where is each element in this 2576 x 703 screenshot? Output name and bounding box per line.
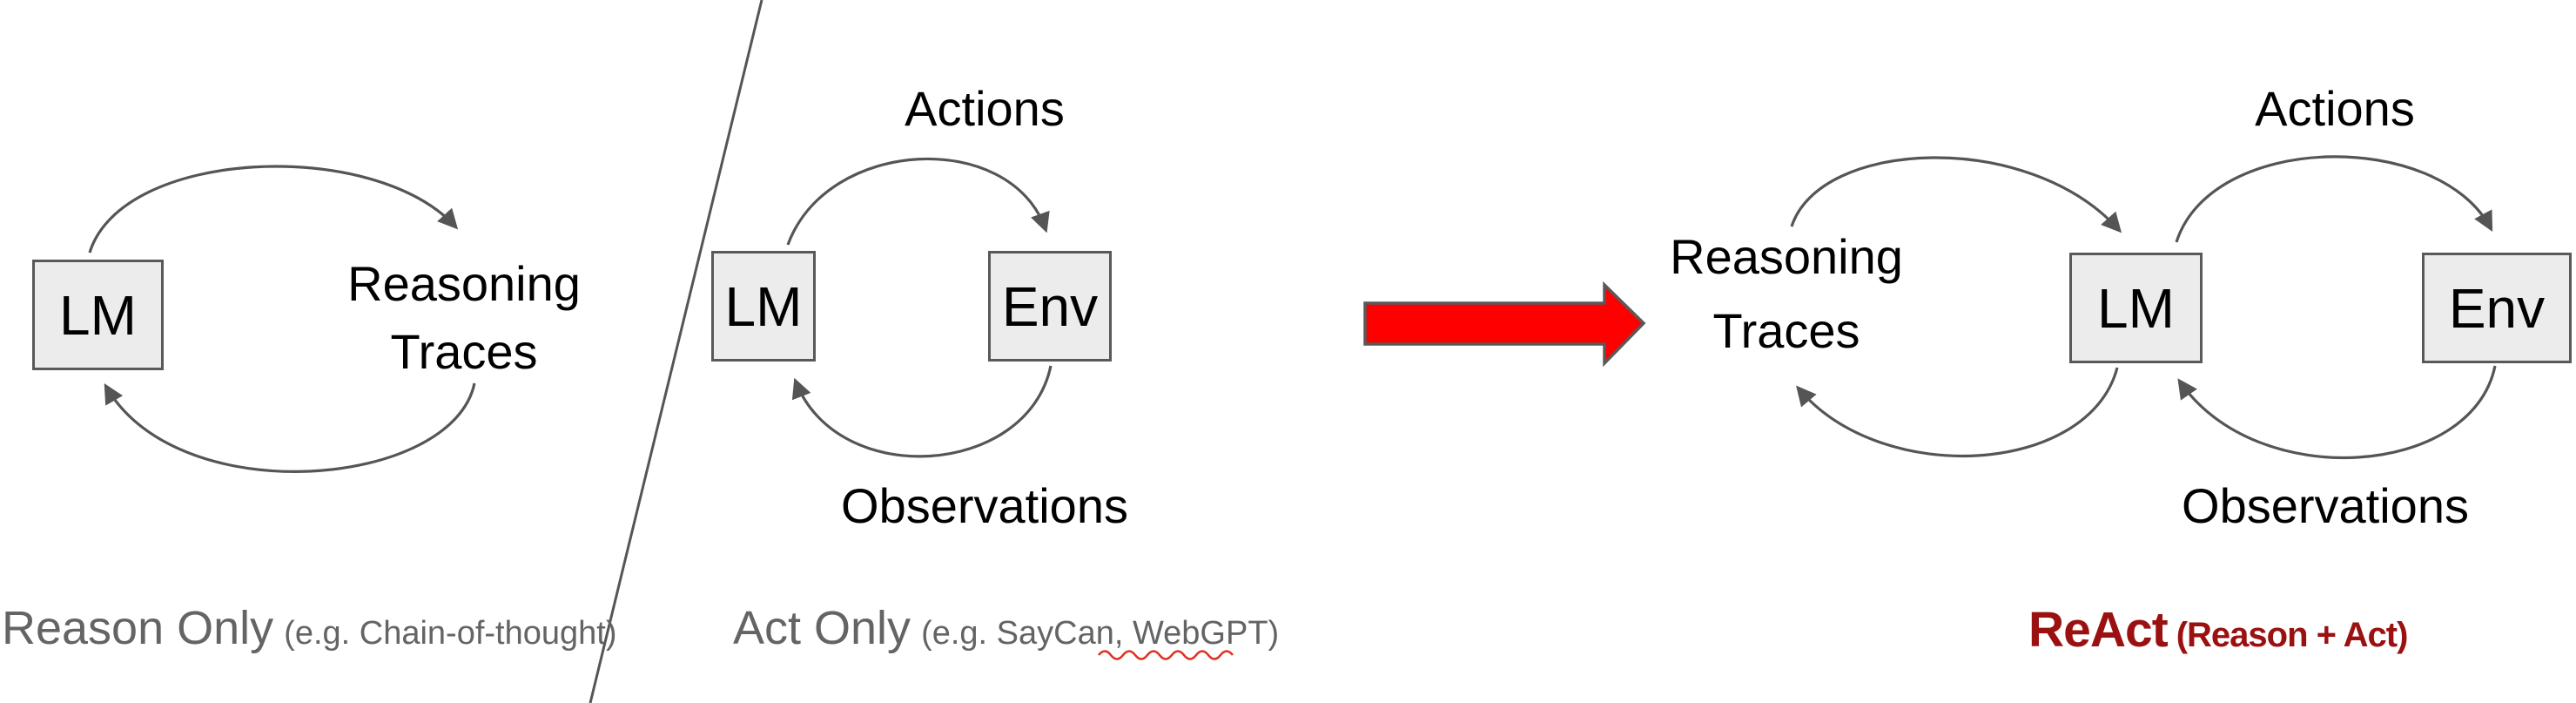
caption-reason-only: Reason Only (e.g. Chain-of-thought) — [2, 601, 617, 655]
caption-react: ReAct(Reason + Act) — [2028, 601, 2409, 659]
lm-box-act-only: LM — [711, 251, 816, 362]
react-reason-top-arrow — [1790, 156, 2122, 233]
reasoning-traces-node: Reasoning Traces — [333, 250, 595, 386]
caption-reason-only-main: Reason Only — [2, 602, 274, 654]
act-observations-arrow — [791, 365, 1053, 458]
reasoning-line: Reasoning — [1670, 229, 1903, 284]
react-observations-arrow — [2177, 365, 2497, 460]
env-box-label: Env — [1001, 274, 1099, 338]
caption-act-only-main: Act Only — [733, 602, 911, 654]
act-actions-arrow — [786, 157, 1050, 246]
caption-act-only-note: (e.g. SayCan, WebGPT) — [921, 615, 1280, 652]
transform-right-arrow — [1363, 281, 1646, 368]
observations-label-act-only: Observations — [841, 478, 1128, 533]
react-reason-bottom-arrow — [1796, 367, 2119, 457]
caption-act-only: Act Only (e.g. SayCan, WebGPT) — [733, 601, 1279, 655]
spellcheck-squiggle — [1097, 650, 1234, 660]
caption-react-main: ReAct — [2028, 602, 2169, 658]
actions-label-act-only: Actions — [905, 81, 1065, 136]
reason-loop-bottom-arrow — [104, 382, 476, 473]
panel-divider-line — [589, 0, 763, 703]
react-actions-arrow — [2175, 155, 2493, 243]
env-box-label: Env — [2448, 276, 2546, 340]
observations-label-react: Observations — [2182, 478, 2469, 533]
reasoning-line: Reasoning — [347, 256, 581, 311]
env-box-react: Env — [2422, 253, 2572, 363]
traces-line: Traces — [1712, 303, 1860, 358]
lm-box-label: LM — [2097, 276, 2175, 340]
actions-label-react: Actions — [2255, 81, 2415, 136]
traces-line: Traces — [390, 324, 538, 379]
lm-box-reason-only: LM — [32, 260, 164, 370]
lm-box-react: LM — [2069, 253, 2203, 363]
env-box-act-only: Env — [988, 251, 1112, 362]
lm-box-label: LM — [59, 283, 137, 347]
reasoning-traces-node-react: Reasoning Traces — [1656, 220, 1917, 368]
reason-loop-top-arrow — [88, 165, 459, 253]
lm-box-label: LM — [724, 274, 803, 338]
caption-reason-only-note: (e.g. Chain-of-thought) — [284, 615, 617, 652]
caption-react-note: (Reason + Act) — [2176, 616, 2409, 654]
